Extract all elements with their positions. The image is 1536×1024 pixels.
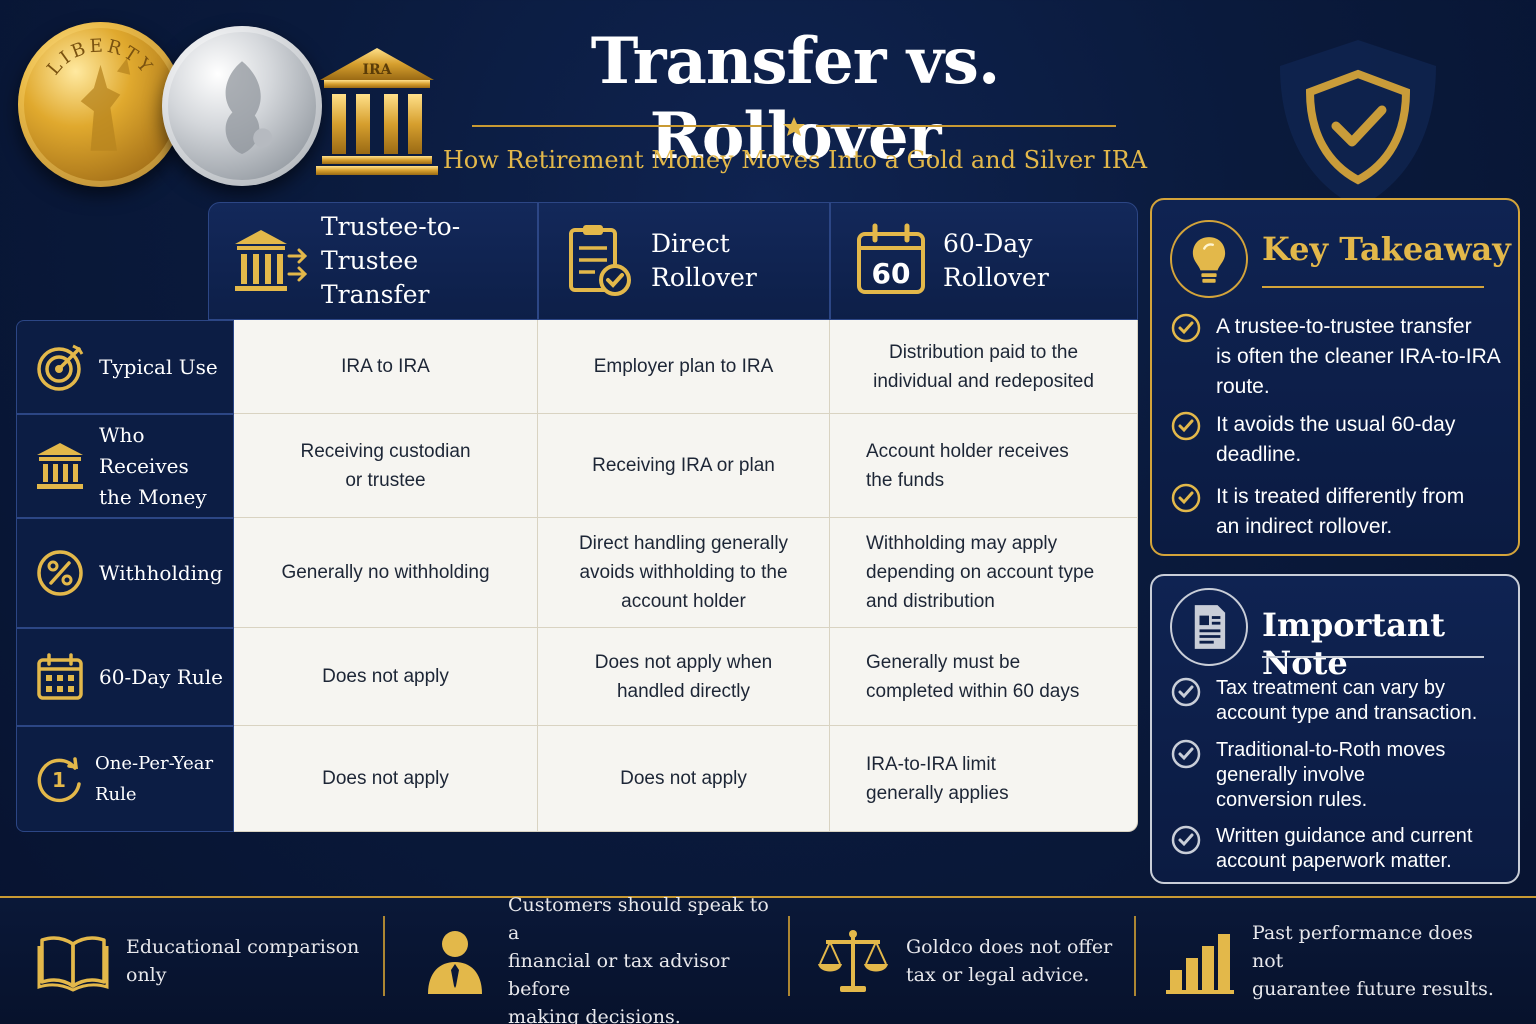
- footer-disclaimers: Educational comparison only Customers sh…: [0, 894, 1536, 1024]
- clipboard-check-icon: [561, 222, 639, 300]
- row-label-typical-use: Typical Use: [16, 320, 234, 414]
- row-label-60-day-rule: 60-Day Rule: [16, 628, 234, 726]
- column-header-direct-rollover: Direct Rollover: [538, 202, 830, 320]
- scales-icon: [816, 924, 890, 998]
- check-circle-icon: [1170, 312, 1202, 344]
- footer-separator: [1134, 916, 1136, 996]
- table-cell: IRA to IRA: [234, 320, 538, 414]
- key-takeaway-title: Key Takeaway: [1262, 230, 1511, 268]
- check-circle-icon: [1170, 824, 1202, 856]
- shield-check-icon: [1280, 40, 1436, 208]
- panel-divider: [1262, 656, 1484, 658]
- lightbulb-icon: [1170, 220, 1248, 298]
- row-label-text: Withholding: [99, 560, 223, 585]
- calendar-icon: [35, 652, 85, 702]
- cycle-one-icon: 1: [35, 754, 85, 804]
- key-takeaway-panel: Key Takeaway A trustee-to-trustee transf…: [1150, 198, 1520, 556]
- column-header-line: Rollover: [651, 263, 757, 292]
- advisor-icon: [418, 924, 492, 998]
- target-icon: [35, 342, 85, 392]
- row-label-text: Who Receives: [99, 422, 189, 478]
- percent-icon: [35, 548, 85, 598]
- table-cell: Does not apply: [538, 726, 830, 832]
- row-label-text: 60-Day Rule: [99, 664, 223, 689]
- page-title: Transfer vs. Rollover: [590, 24, 1000, 174]
- page-subtitle: How Retirement Money Moves Into a Gold a…: [442, 146, 1148, 174]
- comparison-table: Trustee-to-Trustee Transfer Direct Rollo…: [16, 202, 1138, 832]
- row-label-who-receives: Who Receives the Money: [16, 414, 234, 518]
- bank-icon: [35, 441, 85, 491]
- footer-divider: [0, 896, 1536, 898]
- table-cell: Generally no withholding: [234, 518, 538, 628]
- table-cell: Employer plan to IRA: [538, 320, 830, 414]
- row-label-text: Typical Use: [99, 354, 218, 379]
- gold-coin-image: LIBERTY: [18, 22, 183, 187]
- table-cell: Does not apply: [234, 628, 538, 726]
- column-header-line: Trustee-to-Trustee: [321, 212, 461, 275]
- footer-item: Educational comparison only: [36, 898, 376, 1024]
- ira-temple-icon: IRA: [316, 48, 438, 175]
- important-note-panel: Important Note Tax treatment can vary by…: [1150, 574, 1520, 884]
- calendar-60-icon: 60: [853, 222, 931, 300]
- column-header-line: Transfer: [321, 280, 430, 309]
- silver-coin-image: [162, 26, 322, 186]
- bank-transfer-icon: [231, 222, 309, 300]
- row-label-withholding: Withholding: [16, 518, 234, 628]
- svg-text:1: 1: [52, 768, 66, 792]
- title-divider: [472, 117, 1116, 136]
- table-cell: Receiving IRA or plan: [538, 414, 830, 518]
- important-note-title: Important Note: [1262, 606, 1445, 682]
- document-icon: [1170, 588, 1248, 666]
- row-label-text: One-Per-Year Rule: [95, 753, 214, 805]
- column-header-line: Direct: [651, 229, 730, 258]
- row-label-text: the Money: [99, 484, 207, 509]
- panel-divider: [1262, 286, 1484, 288]
- check-circle-icon: [1170, 676, 1202, 708]
- footer-separator: [788, 916, 790, 996]
- check-circle-icon: [1170, 410, 1202, 442]
- check-circle-icon: [1170, 738, 1202, 770]
- svg-text:60: 60: [872, 257, 911, 290]
- column-header-60-day-rollover: 60 60-Day Rollover: [830, 202, 1138, 320]
- check-circle-icon: [1170, 482, 1202, 514]
- column-header-line: Rollover: [943, 263, 1049, 292]
- svg-text:IRA: IRA: [362, 62, 392, 78]
- column-header-line: 60-Day: [943, 229, 1033, 258]
- bar-chart-icon: [1162, 924, 1236, 998]
- column-header-trustee-transfer: Trustee-to-Trustee Transfer: [208, 202, 538, 320]
- table-cell: Does not apply: [234, 726, 538, 832]
- footer-separator: [383, 916, 385, 996]
- book-icon: [36, 924, 110, 998]
- row-label-one-per-year: 1 One-Per-Year Rule: [16, 726, 234, 832]
